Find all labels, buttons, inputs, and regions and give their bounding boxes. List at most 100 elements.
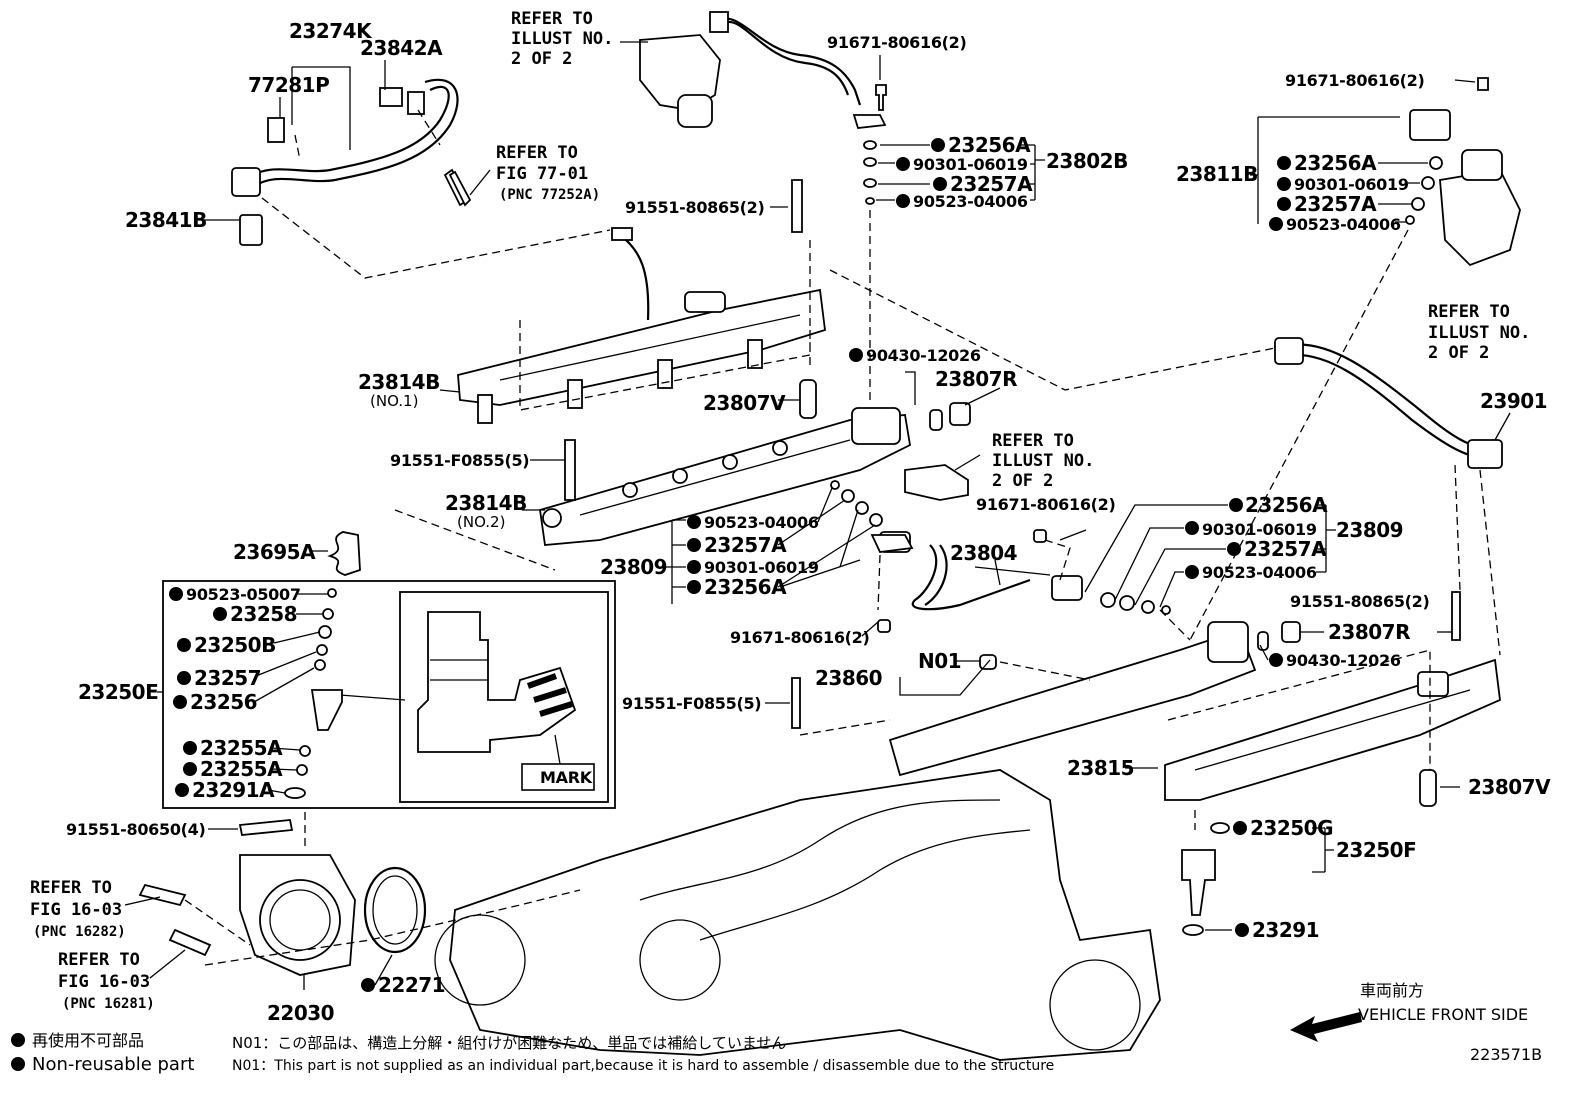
label-23807V-a: 23807V <box>703 391 786 415</box>
label-23860: 23860 <box>815 666 882 690</box>
label-23809-right: 23809 <box>1336 518 1403 542</box>
legend-jp: 再使用不可部品 <box>32 1031 144 1050</box>
label-mark: MARK <box>540 768 593 787</box>
label-23814B-no2: 23814B <box>445 491 527 515</box>
dashed-lines <box>184 109 1501 966</box>
label-23250E: 23250E <box>78 680 158 704</box>
fuel-hose-assembly <box>231 78 470 246</box>
injector-kit-box <box>162 580 616 809</box>
label-23256: 23256 <box>190 690 257 714</box>
fuel-rail-no2 <box>538 407 911 546</box>
label-23814B-no1: 23814B <box>358 370 440 394</box>
label-23250B: 23250B <box>194 633 276 657</box>
ref-fig77-line3: (PNC 77252A) <box>499 187 600 203</box>
label-23291A: 23291A <box>192 778 275 802</box>
ref-fig16a-line3: (PNC 16282) <box>33 924 126 940</box>
legend-en: Non-reusable part <box>32 1054 194 1075</box>
label-23257: 23257 <box>194 666 261 690</box>
label-23842A: 23842A <box>360 36 443 60</box>
label-23255A-b: 23255A <box>200 757 283 781</box>
label-90301-a: 90301-06019 <box>913 155 1028 174</box>
intake-manifold <box>434 769 1161 1061</box>
label-23256A-c: 23256A <box>704 575 787 599</box>
fuel-rail-no1 <box>457 227 826 424</box>
legend: 再使用不可部品 Non-reusable part <box>32 1031 194 1075</box>
notes: N01：この部品は、構造上分解・組付けが困難なため、単品では補給していません N… <box>232 1034 1054 1074</box>
label-N01: N01 <box>918 649 961 673</box>
label-23814B-no1-sub: (NO.1) <box>370 392 418 410</box>
label-23807R-b: 23807R <box>1328 620 1410 644</box>
ref-right-top-line1: REFER TO <box>1428 302 1510 322</box>
label-91551-80865-b: 91551-80865(2) <box>1290 592 1430 611</box>
non-reusable-markers <box>11 138 1291 1071</box>
label-90523-a: 90523-04006 <box>913 192 1028 211</box>
label-90430-a: 90430-12026 <box>866 346 981 365</box>
label-23250G: 23250G <box>1250 816 1333 840</box>
ref-fig77-line2: FIG 77-01 <box>496 164 588 184</box>
label-23814B-no2-sub: (NO.2) <box>457 513 505 531</box>
label-23815: 23815 <box>1067 756 1134 780</box>
direction-indicator: 車両前方 VEHICLE FRONT SIDE <box>1358 981 1528 1024</box>
direction-jp: 車両前方 <box>1360 981 1424 1000</box>
label-90301-c: 90301-06019 <box>704 558 819 577</box>
label-23257A-b: 23257A <box>1294 192 1377 216</box>
note-n01-jp: N01：この部品は、構造上分解・組付けが困難なため、単品では補給していません <box>232 1034 786 1052</box>
label-22030: 22030 <box>267 1001 334 1025</box>
part-labels: 23274K 23842A 77281P 23841B 91671-80616(… <box>66 19 1552 1025</box>
label-90523-05007: 90523-05007 <box>186 585 301 604</box>
high-pressure-pump-top <box>639 11 862 128</box>
ref-mid-line1: REFER TO <box>992 431 1074 451</box>
label-90301-d: 90301-06019 <box>1202 520 1317 539</box>
label-23291: 23291 <box>1252 918 1319 942</box>
label-91551-F0855-b: 91551-F0855(5) <box>622 694 761 713</box>
label-23809-left: 23809 <box>600 555 667 579</box>
label-23257A-d: 23257A <box>1244 537 1327 561</box>
label-23811B: 23811B <box>1176 162 1258 186</box>
label-23802B: 23802B <box>1046 149 1128 173</box>
label-91551-80865-a: 91551-80865(2) <box>625 198 765 217</box>
label-22271: 22271 <box>378 973 445 997</box>
label-23807R-a: 23807R <box>935 367 1017 391</box>
note-n01-en: N01：This part is not supplied as an indi… <box>232 1058 1054 1074</box>
refer-callouts: REFER TO ILLUST NO. 2 OF 2 REFER TO FIG … <box>30 9 1530 1012</box>
label-23807V-b: 23807V <box>1468 775 1551 799</box>
delivery-pipe-23860 <box>888 621 1257 777</box>
label-77281P: 77281P <box>248 73 329 97</box>
label-23841B: 23841B <box>125 208 207 232</box>
front-arrow-icon <box>1290 1012 1362 1042</box>
label-23256A-b: 23256A <box>1294 151 1377 175</box>
label-90523-d: 90523-04006 <box>1202 563 1317 582</box>
label-23258: 23258 <box>230 602 297 626</box>
high-pressure-pump-right <box>1409 109 1521 267</box>
ref-fig77-line1: REFER TO <box>496 143 578 163</box>
ref-fig16b-line1: REFER TO <box>58 950 140 970</box>
fuel-rail-23815 <box>1164 658 1501 801</box>
label-23804: 23804 <box>950 541 1017 565</box>
label-91671-top: 91671-80616(2) <box>827 33 967 52</box>
label-23255A-a: 23255A <box>200 736 283 760</box>
figure-id: 223571B <box>1470 1045 1542 1064</box>
label-23274K: 23274K <box>289 19 373 43</box>
label-91551-F0855-a: 91551-F0855(5) <box>390 451 529 470</box>
label-23256A-a: 23256A <box>948 133 1031 157</box>
ref-fig16a-line2: FIG 16-03 <box>30 900 122 920</box>
label-90430-b: 90430-12026 <box>1286 651 1401 670</box>
ref-mid-line2: ILLUST NO. <box>992 451 1094 471</box>
ref-fig16a-line1: REFER TO <box>30 878 112 898</box>
label-90301-b: 90301-06019 <box>1294 175 1409 194</box>
label-90523-b: 90523-04006 <box>1286 215 1401 234</box>
ref-top-center-line2: ILLUST NO. <box>511 29 613 49</box>
ref-mid-line3: 2 OF 2 <box>992 471 1053 491</box>
ref-fig16b-line3: (PNC 16281) <box>62 996 155 1012</box>
throttle-body <box>239 854 356 976</box>
gasket-22271 <box>363 866 427 954</box>
label-91671-right: 91671-80616(2) <box>1285 71 1425 90</box>
fuel-pipe-23901 <box>1274 337 1503 469</box>
label-91551-80650: 91551-80650(4) <box>66 820 206 839</box>
label-91671-mid: 91671-80616(2) <box>976 495 1116 514</box>
label-23695A: 23695A <box>233 540 316 564</box>
label-23250F: 23250F <box>1336 838 1416 862</box>
direction-en: VEHICLE FRONT SIDE <box>1358 1005 1528 1024</box>
ref-fig16b-line2: FIG 16-03 <box>58 972 150 992</box>
